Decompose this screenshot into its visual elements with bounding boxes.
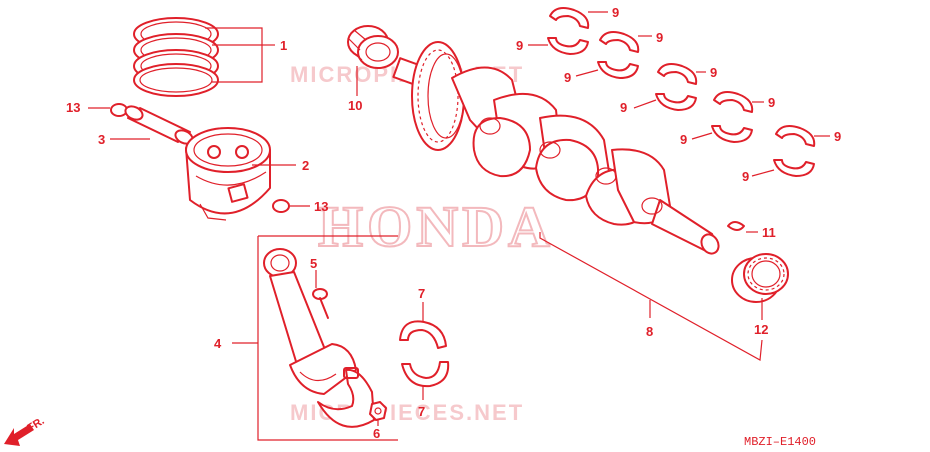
- main-bearings: [547, 7, 816, 177]
- callout-11: 11: [762, 225, 776, 240]
- piston-rings: [133, 17, 219, 97]
- callout-4: 4: [214, 336, 222, 351]
- callout-13-top: 13: [66, 100, 80, 115]
- woodruff-key: [727, 221, 745, 231]
- callout-9-d: 9: [564, 70, 571, 85]
- callout-5: 5: [310, 256, 317, 271]
- rod-bearing-lower: [401, 361, 450, 388]
- piston: [185, 127, 271, 221]
- callout-9-b: 9: [516, 38, 523, 53]
- callout-3: 3: [98, 132, 105, 147]
- crankshaft: [392, 41, 720, 255]
- rod-cap: [317, 367, 375, 428]
- callout-6: 6: [373, 426, 380, 441]
- callout-12: 12: [754, 322, 768, 337]
- rod-bolt: [312, 288, 329, 319]
- callout-8: 8: [646, 324, 653, 339]
- callout-9-i: 9: [834, 129, 841, 144]
- callout-9-j: 9: [742, 169, 749, 184]
- piston-pin: [124, 105, 194, 145]
- callout-13-bottom: 13: [314, 199, 328, 214]
- front-direction-arrow: FR.: [4, 415, 47, 446]
- diagram-code: MBZI–E1400: [744, 435, 816, 449]
- callout-9-g: 9: [768, 95, 775, 110]
- needle-bearing: [347, 25, 399, 69]
- rod-nut: [369, 401, 387, 421]
- connecting-rod: [263, 248, 357, 395]
- callout-7-bottom: 7: [418, 404, 425, 419]
- watermark-brand: HONDA: [318, 194, 554, 259]
- rod-bearing-upper: [399, 320, 447, 349]
- callout-10: 10: [348, 98, 362, 113]
- callout-9-a: 9: [612, 5, 619, 20]
- callout-9-h: 9: [680, 132, 687, 147]
- callout-1: 1: [280, 38, 287, 53]
- callout-7-top: 7: [418, 286, 425, 301]
- callout-9-e: 9: [710, 65, 717, 80]
- callout-2: 2: [302, 158, 309, 173]
- ball-bearing: [731, 253, 789, 303]
- callout-9-c: 9: [656, 30, 663, 45]
- callout-9-f: 9: [620, 100, 627, 115]
